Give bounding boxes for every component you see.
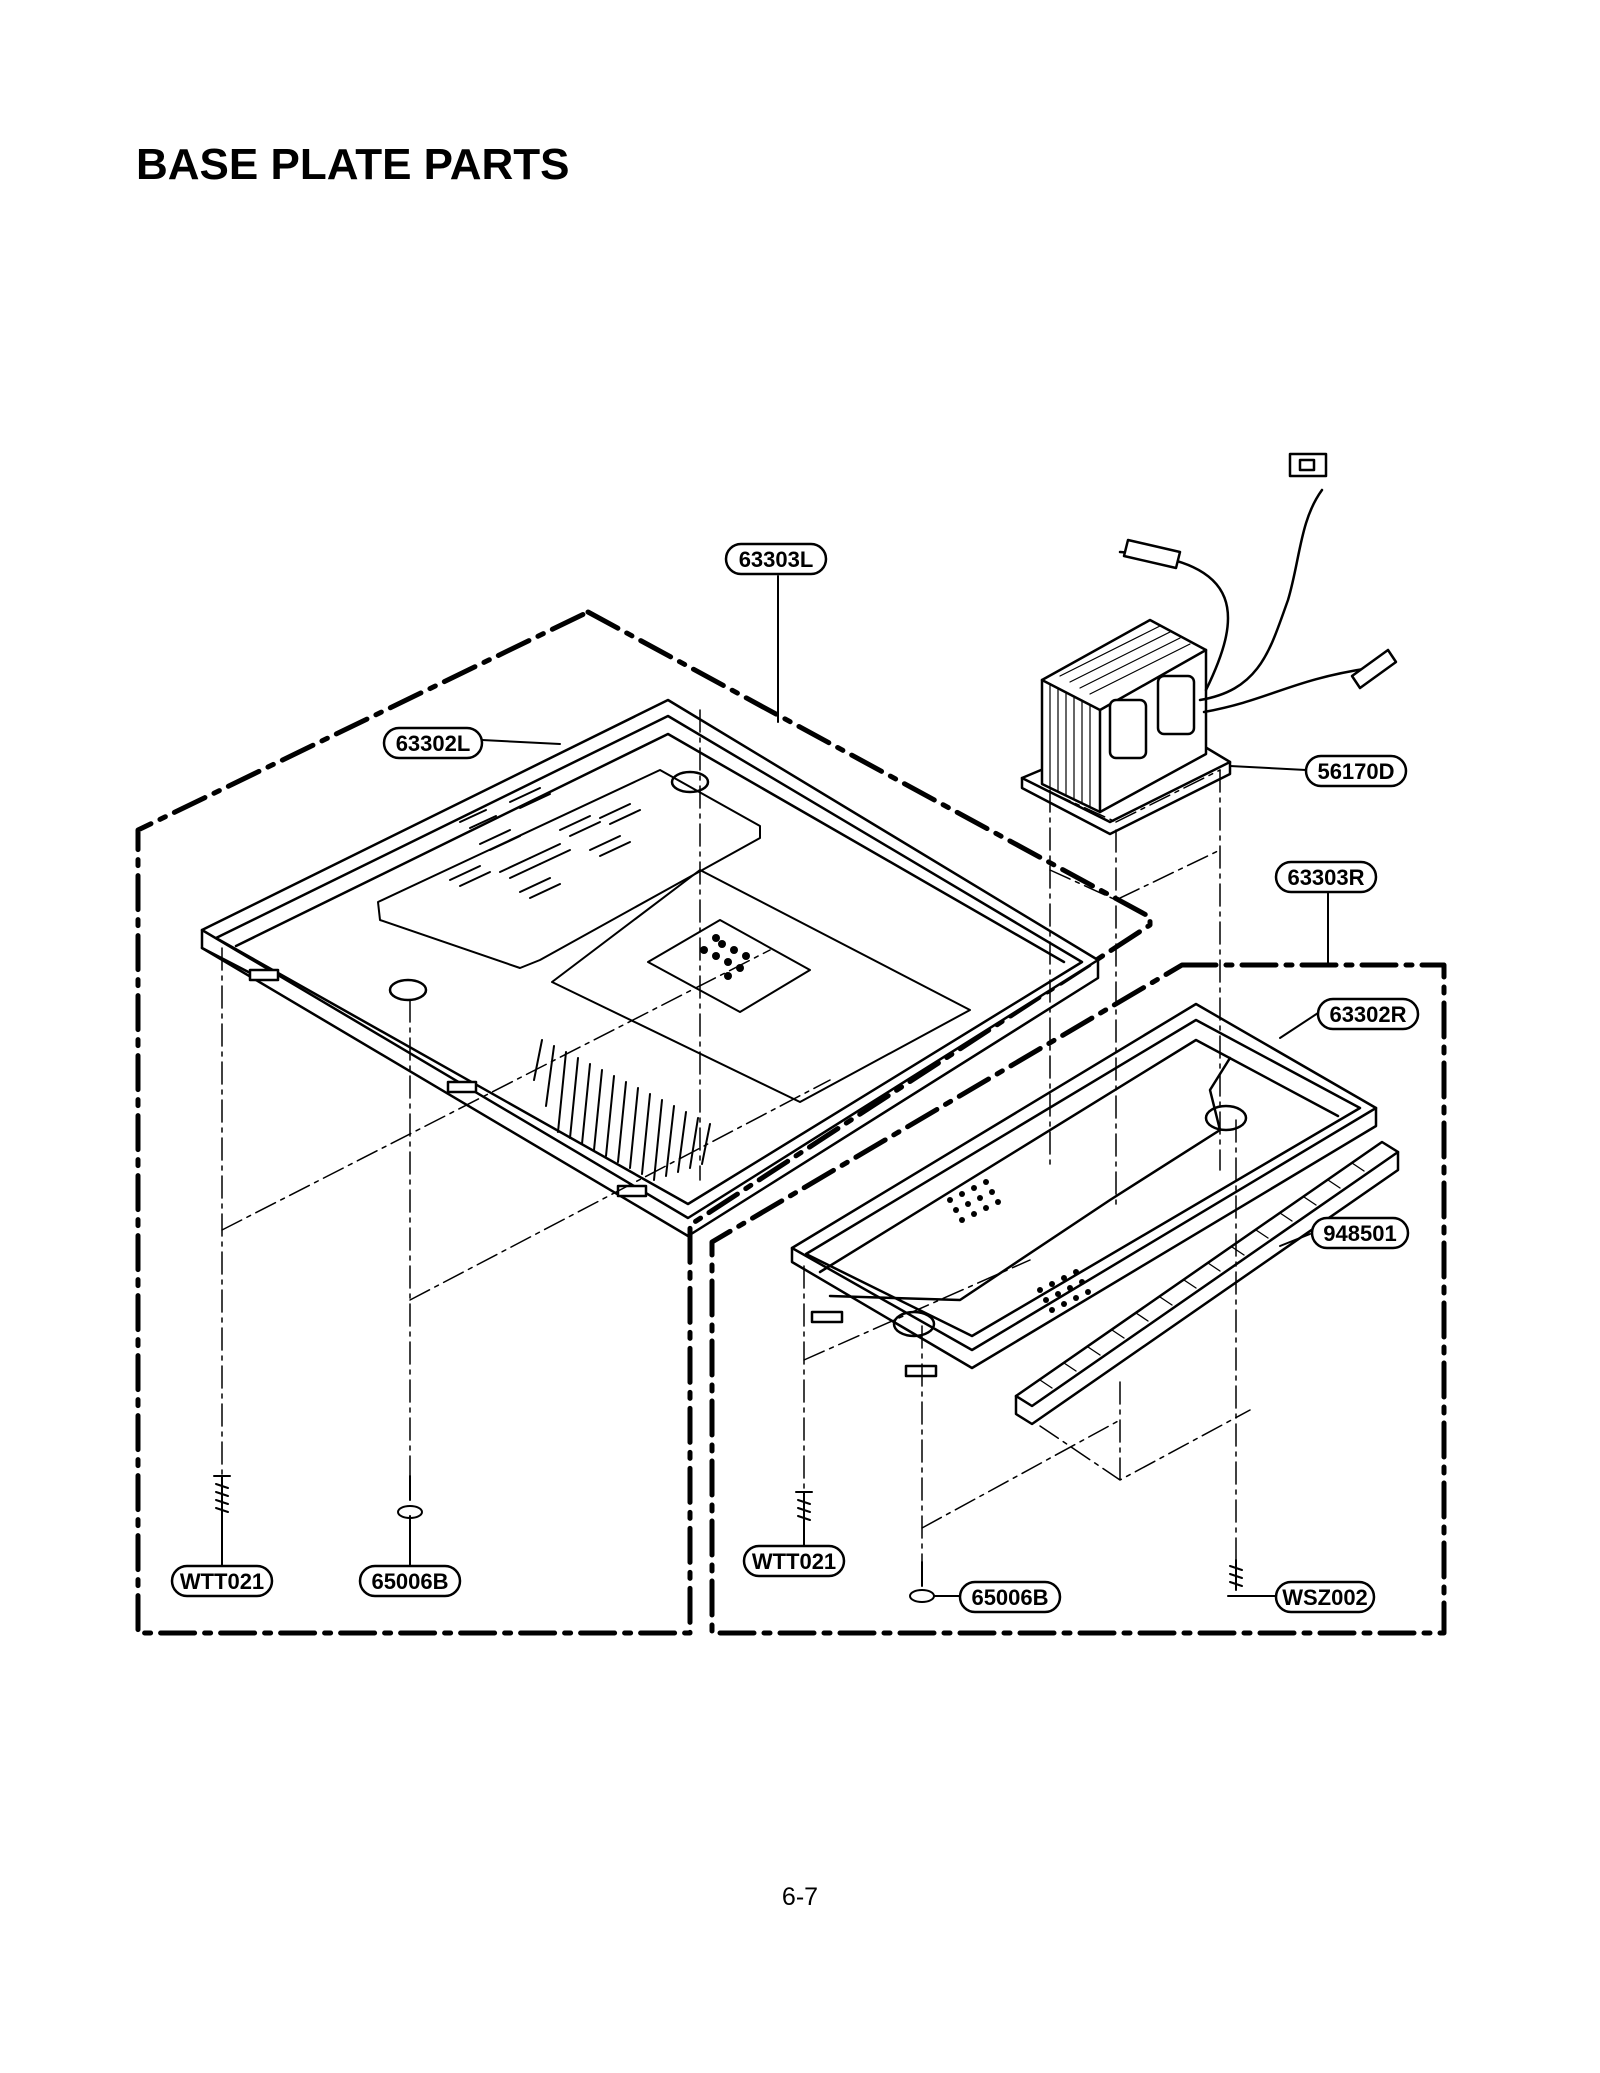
part-label-948501: 948501: [1323, 1221, 1396, 1246]
part-label-wtt021-left: WTT021: [180, 1569, 264, 1594]
part-label-wsz002: WSZ002: [1282, 1585, 1368, 1610]
rivet-left-65006b: [397, 1475, 423, 1519]
label-bubbles: [170, 542, 1420, 1614]
explode-lines: [221, 709, 1251, 1563]
left-base-plate: [200, 698, 1100, 1238]
assembly-boundary-right: [709, 962, 1447, 1636]
part-label-63303r: 63303R: [1287, 865, 1364, 890]
filter-strip: [1014, 1140, 1400, 1426]
screw-left-wtt021: [213, 1475, 231, 1521]
assembly-boundary-left: [135, 609, 1153, 1636]
part-label-65006b-right: 65006B: [971, 1585, 1048, 1610]
screw-wsz002: [1227, 1559, 1245, 1597]
screw-right-wtt021: [795, 1491, 813, 1535]
page-number: 6-7: [781, 1883, 819, 1911]
part-label-wtt021-right: WTT021: [752, 1549, 836, 1574]
page-title: BASE PLATE PARTS: [136, 140, 570, 189]
part-label-56170d: 56170D: [1317, 759, 1394, 784]
part-label-65006b-left: 65006B: [371, 1569, 448, 1594]
transformer: [1020, 452, 1398, 836]
part-label-63302r: 63302R: [1329, 1002, 1406, 1027]
rivet-right-65006b: [909, 1561, 935, 1603]
part-label-63303l: 63303L: [739, 547, 814, 572]
right-base-plate: [790, 1002, 1378, 1378]
part-label-63302l: 63302L: [396, 731, 471, 756]
